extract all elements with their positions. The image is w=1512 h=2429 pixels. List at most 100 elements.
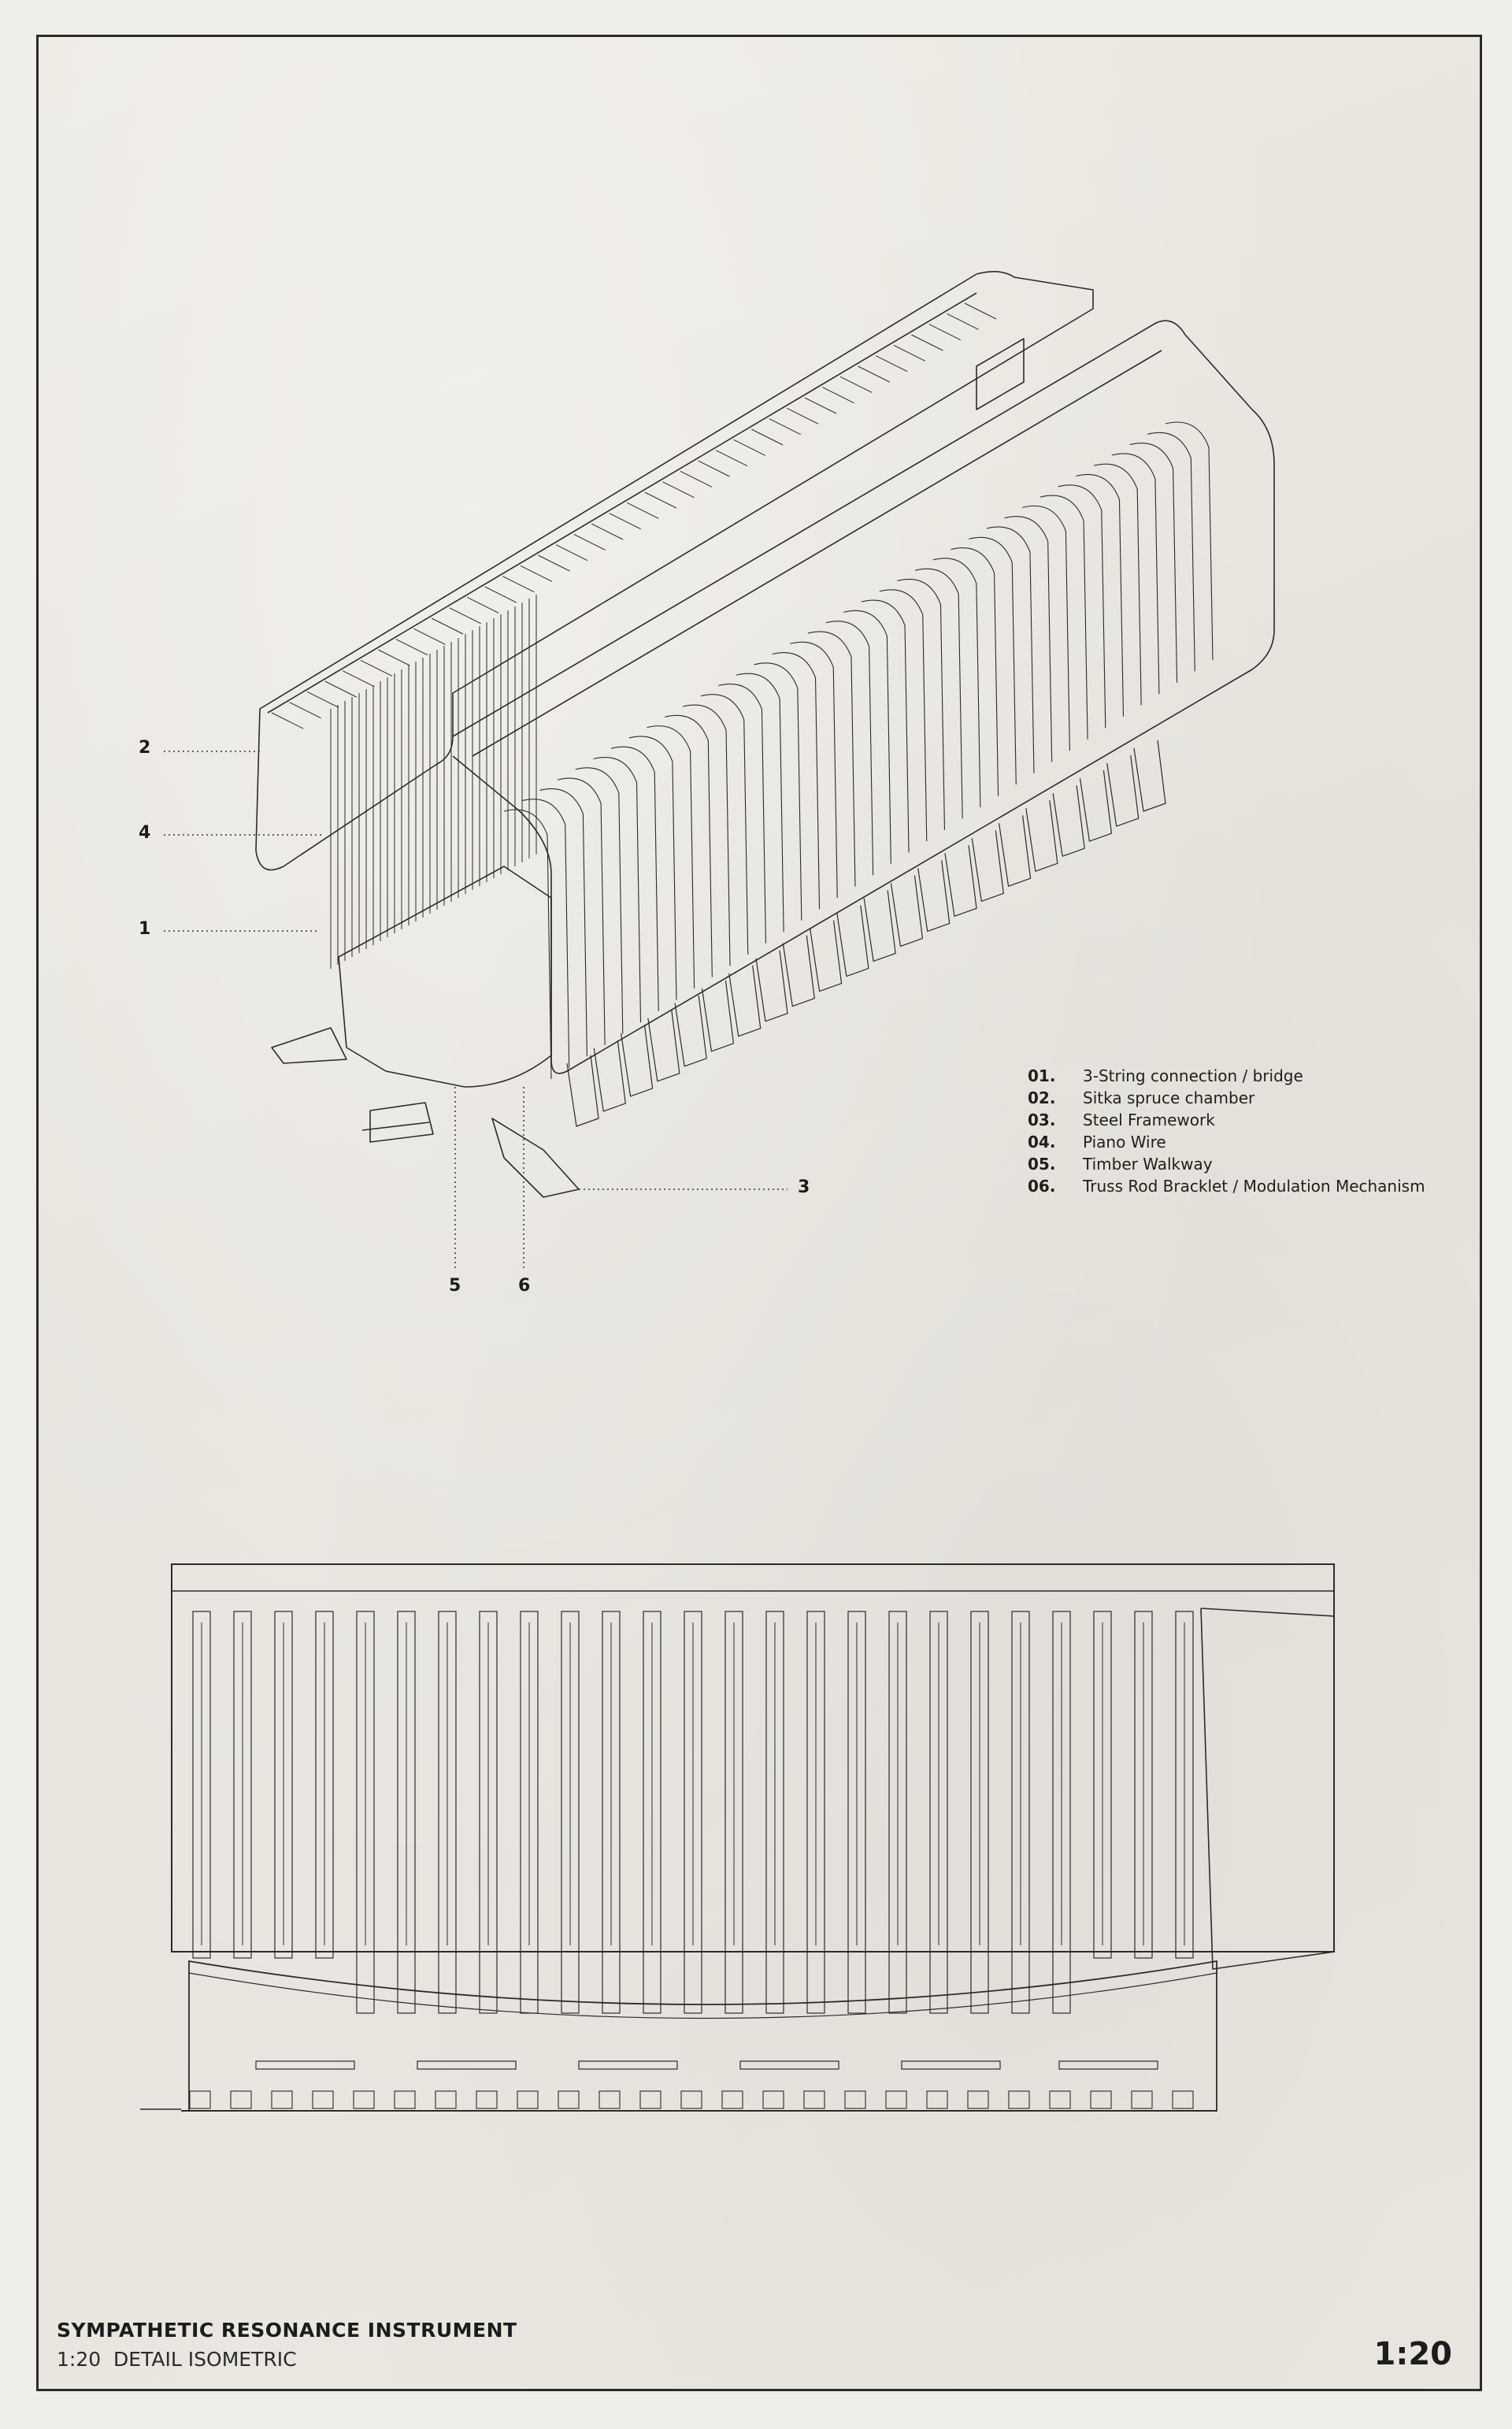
legend-number: 04. — [1028, 1133, 1056, 1151]
legend-label: 3-String connection / bridge — [1083, 1066, 1303, 1085]
chamber-rib — [1004, 516, 1053, 762]
back-chamber-rib — [413, 628, 446, 645]
base-pad — [353, 2090, 375, 2109]
base-pad — [639, 2090, 662, 2109]
chamber-rib — [521, 799, 570, 1068]
drawing-title: SYMPATHETIC RESONANCE INSTRUMENT — [57, 2319, 517, 2342]
truss-bracket — [1052, 785, 1085, 857]
back-chamber-rib — [395, 639, 428, 656]
front-chamber-outline — [452, 320, 1275, 1074]
truss-bracket — [1106, 755, 1140, 827]
base-pad — [1131, 2090, 1153, 2109]
back-chamber-rib — [289, 702, 321, 719]
string-bay — [397, 1611, 416, 2014]
back-chamber-rib — [804, 397, 837, 414]
legend-label: Sitka spruce chamber — [1083, 1088, 1255, 1107]
chamber-rib — [1040, 495, 1088, 740]
walkway-slot — [255, 2060, 355, 2070]
back-chamber-rib — [680, 470, 713, 488]
elevation-lower-body — [188, 1960, 1217, 2112]
chamber-rib — [1111, 453, 1160, 695]
back-chamber-rib — [360, 659, 393, 677]
back-chamber-rib — [609, 513, 641, 530]
walkway-slot — [739, 2060, 839, 2070]
chamber-rib — [628, 736, 677, 1000]
base-pad — [312, 2090, 334, 2109]
chamber-rib — [825, 621, 874, 876]
chamber-rib — [986, 526, 1035, 773]
string-bay — [643, 1611, 662, 2014]
isometric-instrument — [255, 271, 1275, 1198]
callout-6: 6 — [518, 1276, 531, 1296]
base-pad — [885, 2090, 907, 2109]
string-bay — [1175, 1611, 1194, 1959]
string-bay — [602, 1611, 621, 2014]
truss-bracket — [593, 1040, 626, 1112]
back-chamber-rib — [787, 407, 819, 425]
chamber-rib — [647, 725, 695, 988]
string-bay — [1011, 1611, 1030, 2014]
legend-number: 01. — [1028, 1066, 1056, 1085]
legend-label: Steel Framework — [1083, 1111, 1215, 1129]
chamber-rib — [611, 746, 659, 1011]
back-chamber-rib — [893, 344, 925, 362]
base-pad — [435, 2090, 457, 2109]
legend-item: 06. Truss Rod Bracklet / Modulation Mech… — [1028, 1175, 1425, 1197]
back-chamber-rib — [271, 712, 304, 729]
chamber-rib — [790, 641, 838, 898]
chamber-rib — [557, 777, 606, 1045]
truss-bracket — [674, 995, 707, 1067]
truss-bracket — [1025, 800, 1058, 872]
back-chamber-rib — [466, 596, 499, 614]
chamber-rib — [503, 809, 552, 1080]
legend-label: Truss Rod Bracklet / Modulation Mechanis… — [1083, 1177, 1425, 1196]
back-chamber-rib — [928, 324, 962, 341]
back-chamber-rib — [502, 576, 535, 593]
truss-bracket — [809, 920, 843, 992]
back-chamber-rib — [324, 680, 357, 698]
base-pad — [762, 2090, 784, 2109]
base-pad — [1090, 2090, 1112, 2109]
back-chamber-rib — [484, 586, 517, 603]
back-chamber-rib — [858, 365, 890, 383]
chamber-rib — [1076, 473, 1125, 717]
string-bay — [520, 1611, 539, 2014]
base-pad — [517, 2090, 539, 2109]
string-bay — [479, 1611, 498, 2014]
chamber-rib — [539, 788, 587, 1057]
string-bay — [192, 1611, 211, 1959]
chamber-rib — [1022, 505, 1070, 751]
base-pad — [803, 2090, 825, 2109]
base-pad — [558, 2090, 580, 2109]
string-bay — [274, 1611, 293, 1959]
string-bay — [438, 1611, 457, 2014]
footing-left — [271, 1027, 347, 1064]
string-bay — [356, 1611, 375, 2014]
walkway-slot — [901, 2060, 1001, 2070]
string-bay — [970, 1611, 989, 2014]
title-block: SYMPATHETIC RESONANCE INSTRUMENT 1:20 DE… — [57, 2319, 517, 2371]
base-pad — [476, 2090, 498, 2109]
back-chamber-rib — [662, 481, 695, 499]
elevation-frame — [171, 1563, 1335, 1952]
legend-item: 01. 3-String connection / bridge — [1028, 1065, 1425, 1087]
truss-bracket — [863, 890, 896, 962]
truss-bracket — [701, 980, 735, 1052]
chamber-rib — [932, 558, 981, 807]
base-pad — [394, 2090, 416, 2109]
walkway-slot — [1058, 2060, 1158, 2070]
back-chamber-rib — [644, 491, 677, 509]
truss-bracket — [890, 875, 924, 947]
chamber-rib — [969, 536, 1017, 785]
base-pad — [967, 2090, 989, 2109]
front-chamber-top-edge — [472, 350, 1162, 757]
truss-bracket — [620, 1025, 654, 1097]
base-pad — [844, 2090, 866, 2109]
string-bay — [315, 1611, 334, 1959]
legend-number: 03. — [1028, 1111, 1056, 1129]
callout-5: 5 — [449, 1276, 461, 1296]
legend-item: 02. Sitka spruce chamber — [1028, 1087, 1425, 1109]
back-chamber-rib — [343, 670, 375, 688]
back-chamber-rib — [573, 533, 606, 551]
back-chamber-rib — [839, 376, 873, 393]
